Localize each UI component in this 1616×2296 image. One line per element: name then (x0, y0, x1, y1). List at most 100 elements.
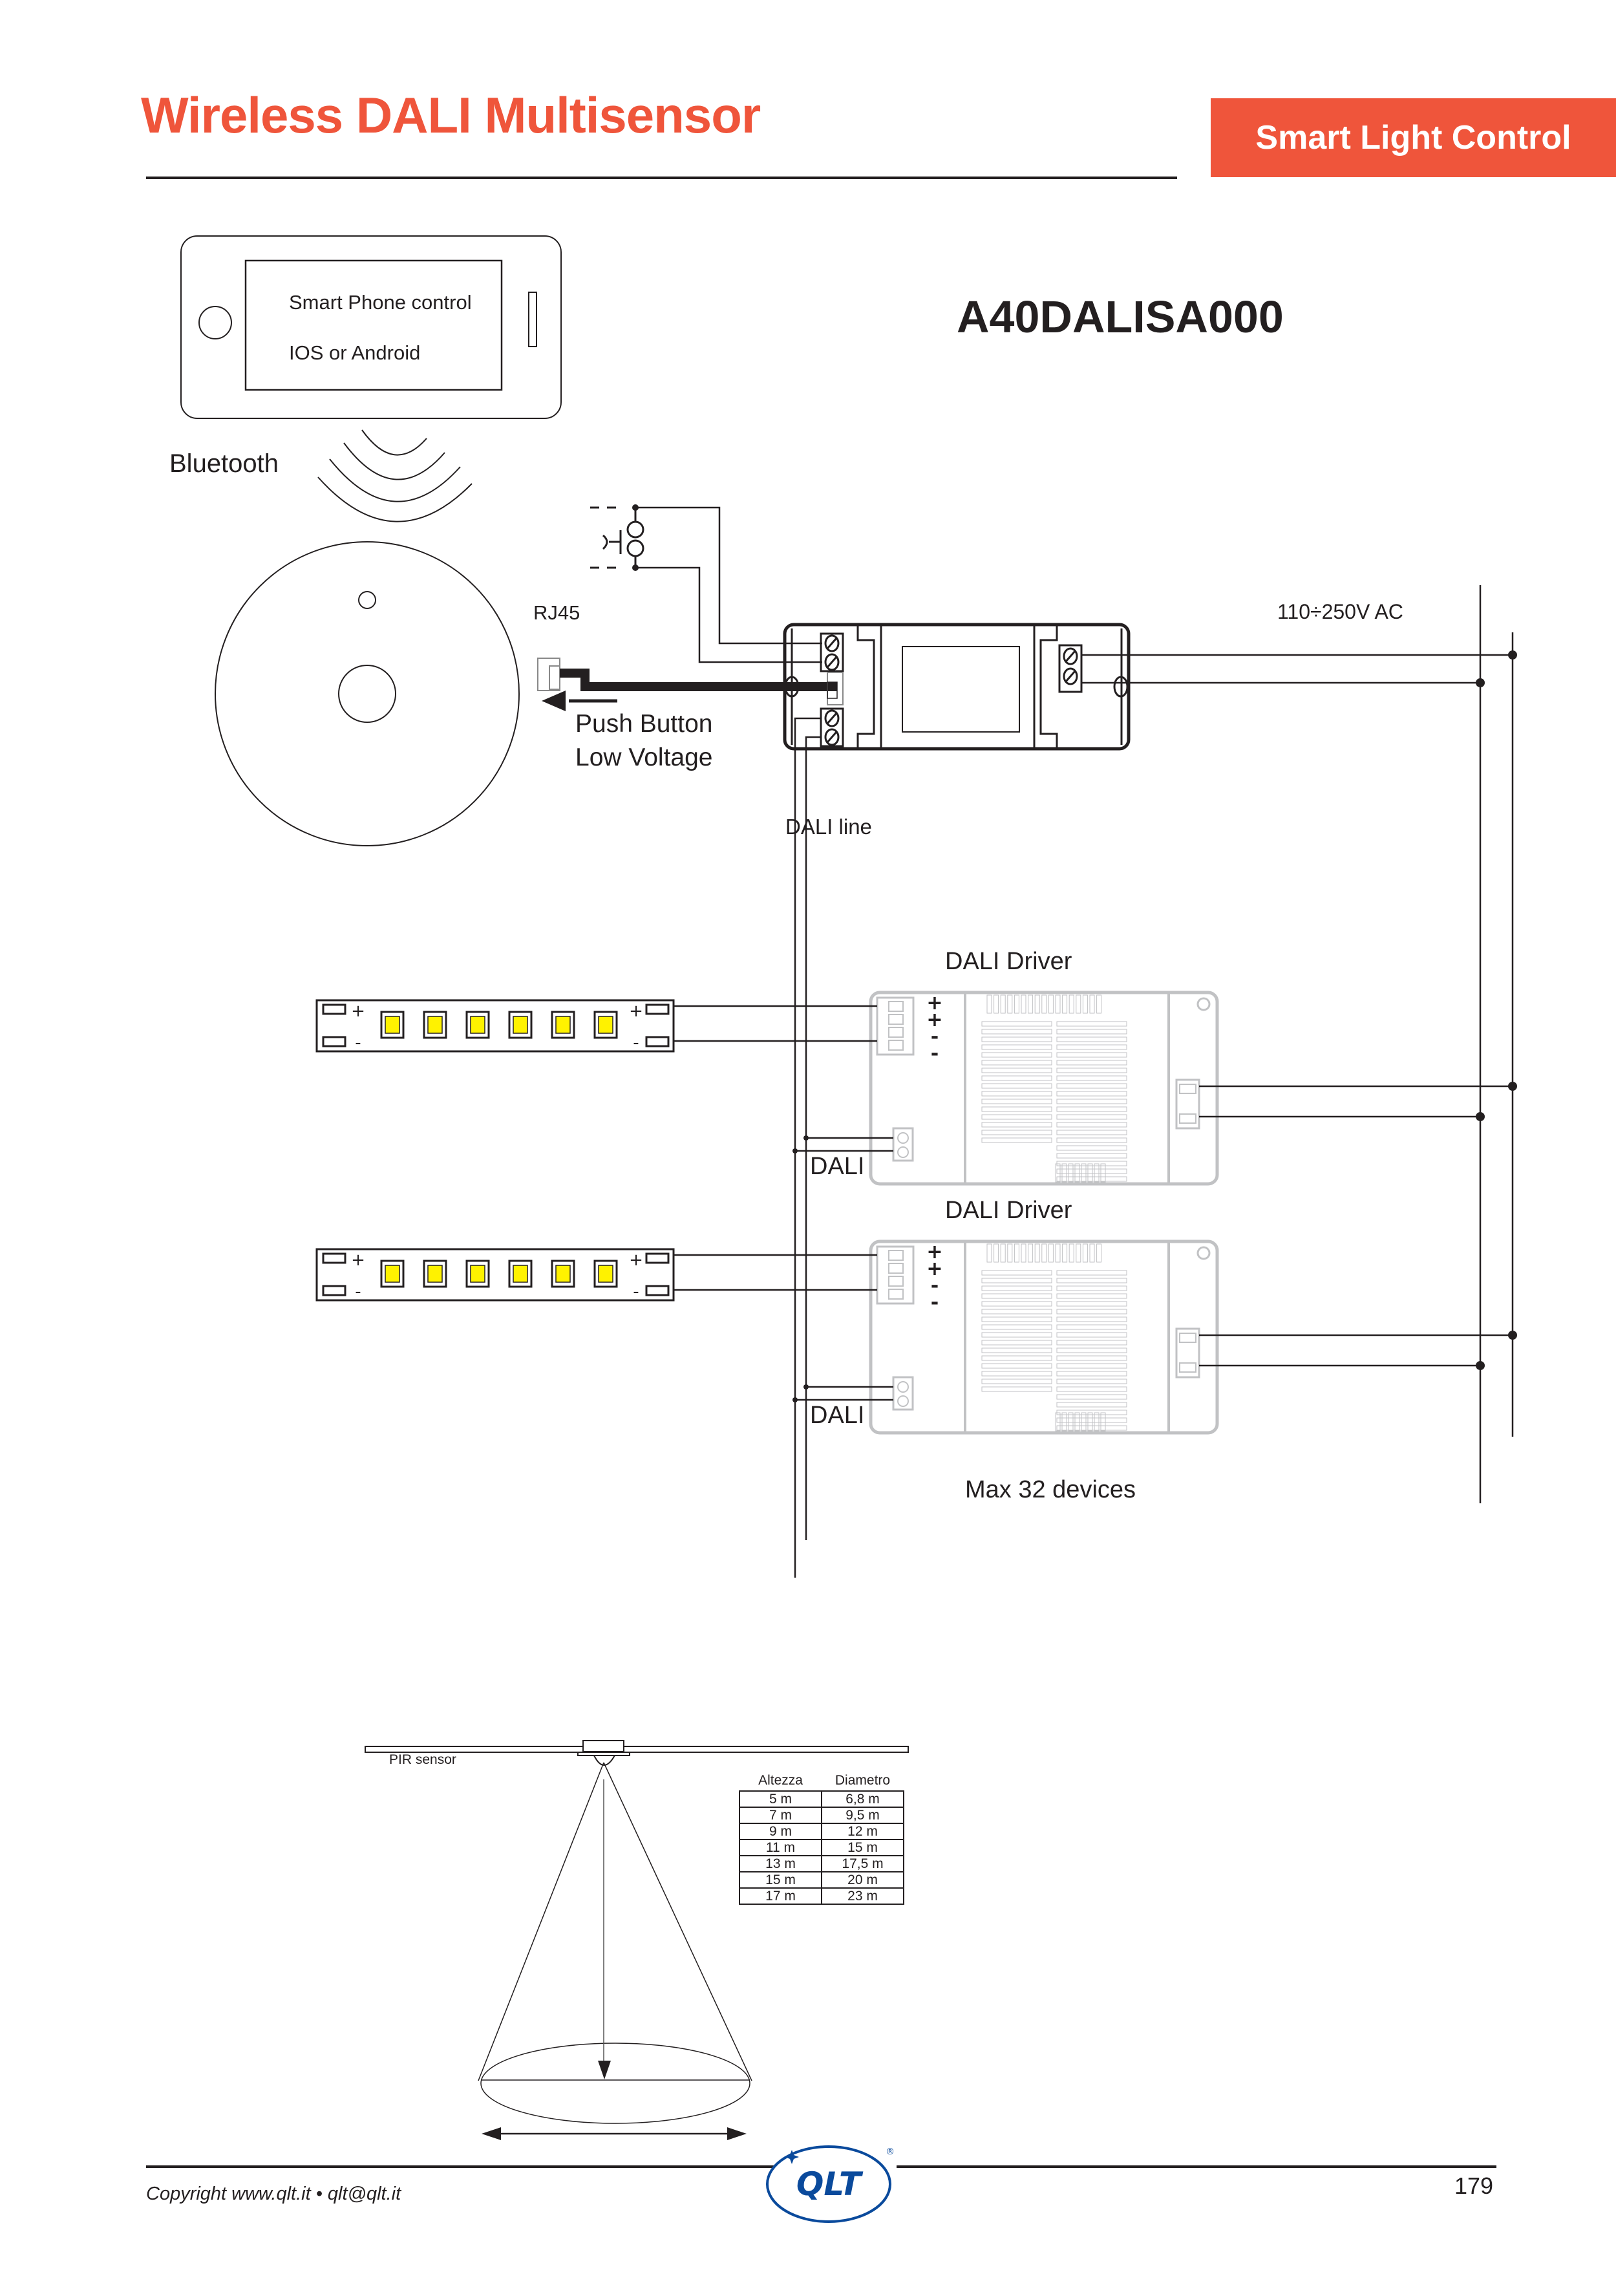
vent-slot (1056, 1301, 1127, 1307)
vent-slot (1089, 994, 1095, 1014)
vent-slot (1056, 1137, 1127, 1143)
vent-slot (1068, 1163, 1074, 1183)
vent-slot (1061, 1412, 1067, 1432)
vent-slot (1056, 1168, 1127, 1174)
vent-slot (981, 1122, 1052, 1128)
dali-driver: ++-- (672, 1239, 1517, 1435)
table-header: Diametro (835, 1773, 891, 1788)
vent-slot (1041, 994, 1047, 1014)
vent-slot (981, 1371, 1052, 1377)
mains-voltage-label: 110÷250V AC (1277, 600, 1403, 623)
height-cell: 7 m (739, 1807, 822, 1824)
phone-label-line2: IOS or Android (289, 341, 421, 364)
terminal-slot (888, 1276, 904, 1287)
vent-slot (1062, 1243, 1068, 1263)
terminal-screw-icon (897, 1395, 909, 1407)
terminal-slot (1179, 1084, 1196, 1094)
diameter-cell: 23 m (821, 1887, 904, 1905)
vent-slot (1055, 1243, 1061, 1263)
vent-slot (981, 1301, 1052, 1307)
vent-slot (1028, 1243, 1034, 1263)
diameter-cell: 6,8 m (821, 1790, 904, 1808)
vent-slot (1056, 1371, 1127, 1377)
strip-body (315, 1248, 675, 1302)
vent-slot (1048, 1243, 1054, 1263)
driver-title: DALI Driver (945, 1197, 1072, 1224)
mounting-hole (1196, 1246, 1211, 1260)
vent-slot (1076, 994, 1081, 1014)
push-button-label: Push Button (575, 710, 713, 738)
vent-slot (1056, 1278, 1127, 1283)
vent-slot (1068, 1412, 1074, 1432)
terminal-slot (1179, 1113, 1196, 1124)
polarity-mark: - (931, 1025, 939, 1048)
driver-dali-label: DALI (810, 1153, 865, 1180)
vent-slot (1087, 1163, 1093, 1183)
junction-dot (1476, 1112, 1485, 1121)
led-emitter (513, 1265, 528, 1283)
logo-text: QLT (796, 2165, 864, 2203)
vent-slot (1000, 994, 1006, 1014)
vent-slot (1074, 1163, 1080, 1183)
vent-slot (1056, 1340, 1127, 1346)
part-code: A40DALISA000 (957, 292, 1284, 342)
vent-slot (994, 994, 999, 1014)
vent-slot (1056, 1347, 1127, 1353)
strip-pad (322, 1036, 346, 1047)
vent-slot (1056, 1176, 1127, 1182)
rj45-label: RJ45 (533, 601, 580, 624)
vent-slot (981, 1379, 1052, 1384)
terminal-screw-icon (897, 1132, 909, 1144)
vent-slot (1056, 1270, 1127, 1276)
vent-slot (1076, 1243, 1081, 1263)
vent-slot (1056, 1068, 1127, 1073)
arrow-down-icon (598, 2061, 611, 2079)
sparkle-icon (785, 2150, 799, 2164)
polarity-mark: + (926, 1241, 942, 1263)
junction-dot (1476, 678, 1485, 687)
vent-slot (981, 1044, 1052, 1050)
terminal-screw-icon (897, 1146, 909, 1158)
vent-slot (1087, 1412, 1093, 1432)
junction-dot (803, 1135, 809, 1141)
vent-slot (1056, 1293, 1127, 1299)
junction-dot (803, 1384, 809, 1389)
terminal-slot (888, 1040, 904, 1051)
vent-slot (1081, 1412, 1087, 1432)
vent-slot (1056, 1417, 1127, 1423)
diameter-cell: 20 m (821, 1871, 904, 1889)
vent-slot (1056, 1355, 1127, 1361)
vent-slot (1089, 1243, 1095, 1263)
vent-slot (1014, 1243, 1019, 1263)
vent-slot (1096, 994, 1102, 1014)
vent-slot (1082, 1243, 1088, 1263)
strip-pad (645, 1252, 670, 1264)
home-button-icon (198, 306, 232, 339)
vent-slot (1082, 994, 1088, 1014)
terminal-slot (888, 1263, 904, 1274)
terminal-slot (1179, 1333, 1196, 1343)
vent-slot (981, 1340, 1052, 1346)
vent-slot (1056, 1145, 1127, 1151)
vent-slot (1000, 1243, 1006, 1263)
height-cell: 11 m (739, 1839, 822, 1856)
vent-slot (1055, 1163, 1061, 1183)
terminal-slot (888, 1289, 904, 1300)
driver-housing (869, 1239, 1219, 1435)
height-cell: 15 m (739, 1871, 822, 1889)
page-title: Wireless DALI Multisensor (141, 87, 761, 144)
polarity-mark: + (926, 1009, 942, 1031)
led-emitter (470, 1016, 485, 1034)
vent-slot (981, 1106, 1052, 1112)
vent-slot (981, 1347, 1052, 1353)
multisensor-device (215, 541, 520, 846)
dali-controller-module (783, 623, 1131, 751)
vent-slot (1061, 1163, 1067, 1183)
vent-slot (981, 1316, 1052, 1322)
mains-terminal (1175, 1078, 1200, 1130)
polarity-mark: - (931, 1291, 939, 1314)
